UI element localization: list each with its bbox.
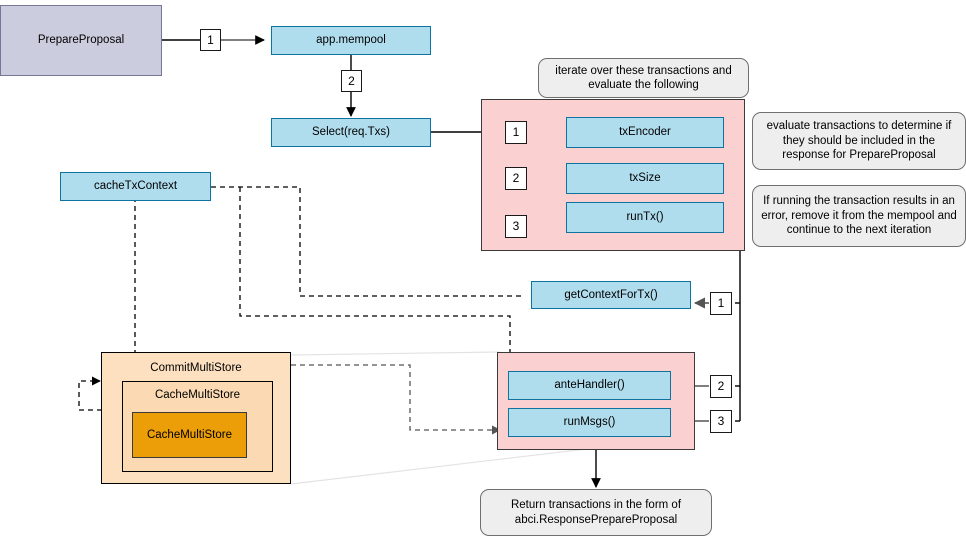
marker-step-1-mempool-label: 1 bbox=[207, 32, 214, 47]
marker-step-1-getcontext-label: 1 bbox=[717, 296, 725, 310]
node-ante-handler-label: anteHandler() bbox=[554, 379, 625, 392]
node-tx-encoder-label: txEncoder bbox=[619, 126, 671, 139]
node-run-tx-label: runTx() bbox=[626, 211, 664, 224]
node-run-msgs[interactable]: runMsgs() bbox=[508, 408, 671, 437]
callout-iterate-text: iterate over these transactions and eval… bbox=[555, 64, 732, 91]
marker-step-1-txencoder: 1 bbox=[505, 121, 527, 144]
callout-evaluate-text: evaluate transactions to determine if th… bbox=[766, 120, 952, 162]
node-tx-encoder[interactable]: txEncoder bbox=[566, 117, 724, 148]
callout-error: If running the transaction results in an… bbox=[752, 185, 966, 247]
callout-evaluate: evaluate transactions to determine if th… bbox=[752, 112, 966, 170]
node-ante-handler[interactable]: anteHandler() bbox=[508, 371, 671, 400]
edge-cachectx-to-getcontext bbox=[211, 186, 524, 297]
marker-step-2-antehandler-label: 2 bbox=[717, 379, 725, 393]
node-cache-tx-context[interactable]: cacheTxContext bbox=[60, 172, 211, 201]
marker-step-2-select-label: 2 bbox=[348, 73, 355, 88]
marker-step-3-runmsgs-label: 3 bbox=[717, 414, 725, 428]
marker-step-1-mempool: 1 bbox=[200, 29, 221, 51]
node-get-context-for-tx-label: getContextForTx() bbox=[564, 288, 658, 301]
marker-step-3-runtx: 3 bbox=[505, 215, 527, 238]
edge-store-hint-top bbox=[290, 351, 501, 356]
node-app-mempool[interactable]: app.mempool bbox=[271, 26, 431, 55]
node-run-tx[interactable]: runTx() bbox=[566, 202, 724, 233]
node-cache-multi-store-outer-label: CacheMultiStore bbox=[154, 389, 240, 401]
edge-store-hint-bottom bbox=[290, 445, 613, 485]
node-tx-size-label: txSize bbox=[629, 172, 661, 185]
marker-step-1-txencoder-label: 1 bbox=[512, 125, 520, 139]
callout-return-text: Return transactions in the form of abci.… bbox=[510, 499, 682, 526]
node-cache-multi-store-inner-label: CacheMultiStore bbox=[146, 428, 232, 441]
marker-step-2-select: 2 bbox=[341, 70, 362, 92]
callout-iterate: iterate over these transactions and eval… bbox=[538, 58, 749, 98]
node-cache-multi-store-inner[interactable]: CacheMultiStore bbox=[132, 412, 247, 458]
node-cache-tx-context-label: cacheTxContext bbox=[93, 180, 178, 193]
marker-step-1-getcontext: 1 bbox=[710, 292, 732, 315]
marker-step-2-antehandler: 2 bbox=[710, 375, 732, 398]
marker-step-3-runmsgs: 3 bbox=[710, 410, 732, 433]
edge-commitstore-to-runmsgs bbox=[291, 364, 501, 435]
node-prepare-proposal-label: PrepareProposal bbox=[37, 34, 125, 47]
marker-step-2-txsize-label: 2 bbox=[512, 171, 520, 185]
callout-return: Return transactions in the form of abci.… bbox=[480, 489, 712, 536]
marker-step-2-txsize: 2 bbox=[505, 167, 527, 190]
node-prepare-proposal[interactable]: PrepareProposal bbox=[0, 5, 162, 76]
node-get-context-for-tx[interactable]: getContextForTx() bbox=[531, 281, 691, 309]
node-run-msgs-label: runMsgs() bbox=[563, 416, 616, 429]
marker-step-3-runtx-label: 3 bbox=[512, 219, 520, 233]
node-app-mempool-label: app.mempool bbox=[316, 34, 386, 47]
node-select-req-txs-label: Select(req.Txs) bbox=[312, 126, 390, 139]
callout-error-text: If running the transaction results in an… bbox=[761, 195, 957, 237]
node-commit-multi-store-label: CommitMultiStore bbox=[150, 362, 242, 374]
edge-cachectx-to-antehandler bbox=[239, 187, 515, 373]
node-tx-size[interactable]: txSize bbox=[566, 163, 724, 194]
node-select-req-txs[interactable]: Select(req.Txs) bbox=[271, 118, 431, 147]
